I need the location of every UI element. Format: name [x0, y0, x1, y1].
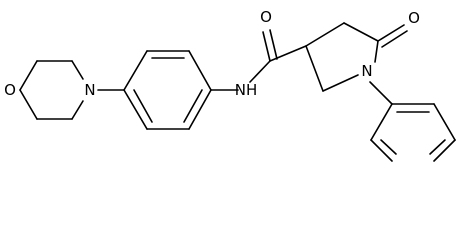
aromatic-inner-bond	[380, 139, 397, 155]
n-phenyl-ring	[370, 103, 456, 162]
bond	[305, 45, 324, 92]
phenylene-ring	[123, 50, 212, 130]
bond	[370, 103, 393, 141]
bond	[188, 50, 212, 91]
bond	[322, 74, 359, 92]
bond	[19, 60, 38, 91]
molecule-diagram: O N NH O O N	[4, 8, 456, 162]
aromatic-inner-bond	[183, 89, 203, 123]
bond	[71, 100, 84, 120]
amide-nh-label: NH	[235, 81, 258, 99]
bond	[369, 81, 393, 105]
aromatic-inner-bond	[133, 89, 153, 123]
structure-canvas: O N NH O O N	[4, 8, 456, 162]
bond	[305, 22, 345, 47]
amide-carbonyl-double-bond	[269, 29, 278, 60]
amide-linker	[210, 29, 307, 91]
bond	[374, 40, 379, 63]
aromatic-inner-bond	[429, 139, 446, 155]
bond	[123, 89, 148, 130]
bond	[123, 50, 148, 91]
morpholine-oxygen-label: O	[4, 81, 16, 99]
bond	[249, 60, 271, 83]
morpholine-ring	[19, 60, 125, 120]
lactam-carbonyl-double-bond	[377, 24, 405, 42]
bond	[71, 60, 84, 80]
bond	[433, 103, 456, 141]
bond	[19, 89, 38, 120]
bond	[343, 22, 379, 42]
amide-carbonyl-oxygen-label: O	[260, 8, 272, 26]
lactam-nitrogen-label: N	[361, 62, 372, 80]
bond	[433, 139, 456, 162]
lactam-carbonyl-double-bond	[381, 30, 408, 48]
lactam-carbonyl-oxygen-label: O	[408, 9, 420, 27]
bond	[370, 139, 393, 162]
bond	[269, 45, 307, 62]
morpholine-nitrogen-label: N	[84, 81, 95, 99]
bond	[188, 89, 212, 130]
amide-carbonyl-double-bond	[262, 31, 271, 62]
pyrrolidinone-ring	[305, 22, 408, 105]
